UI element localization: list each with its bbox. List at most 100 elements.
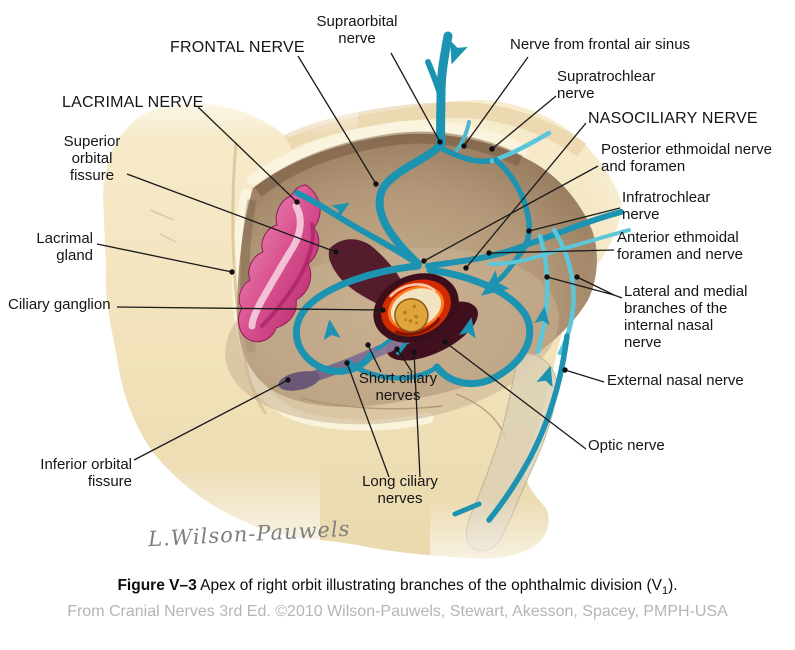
leader-lacrimal-nerve xyxy=(197,106,300,205)
leader-lines xyxy=(96,52,623,478)
label-frontal-air-sinus: Nerve from frontal air sinus xyxy=(510,36,691,53)
ring-dark-crescent xyxy=(394,317,441,336)
leader-dot xyxy=(411,349,417,355)
nasociliary-nerve-path xyxy=(425,209,624,269)
leader-long-ciliary xyxy=(344,349,421,478)
nerve-paths xyxy=(293,31,631,523)
leader-dot xyxy=(437,139,443,145)
leader-dot xyxy=(421,258,427,264)
figure-number: Figure V–3 xyxy=(117,577,197,594)
long-ciliary-tail xyxy=(346,359,440,381)
label-supraorbital-nerve: Supraorbital nerve xyxy=(316,13,398,47)
label-optic-nerve: Optic nerve xyxy=(588,437,665,454)
leader-dot xyxy=(574,274,580,280)
source-credit: From Cranial Nerves 3rd Ed. ©2010 Wilson… xyxy=(67,603,728,620)
medial-wall-arc xyxy=(493,157,532,258)
leader-dot xyxy=(463,265,469,271)
external-nasal-path xyxy=(486,333,570,523)
lacrimal-gland-shape xyxy=(238,184,321,343)
label-supratrochlear-nerve: Supratrochlear nerve xyxy=(557,68,656,102)
label-long-ciliary-nerves: Long ciliary nerves xyxy=(362,473,438,507)
caption-subscript: 1 xyxy=(661,585,669,598)
label-lacrimal-nerve: LACRIMAL NERVE xyxy=(62,94,204,111)
label-anterior-ethmoidal: Anterior ethmoidal foramen and nerve xyxy=(617,229,743,263)
left-ciliary-loop xyxy=(293,262,422,375)
leader-dot xyxy=(562,367,568,373)
frontal-air-sinus-twig xyxy=(455,120,471,152)
leader-dot xyxy=(394,346,400,352)
leader-ciliary-ganglion xyxy=(116,306,386,313)
leader-optic-nerve xyxy=(442,339,587,450)
frontal-nerve-path xyxy=(375,140,445,268)
internal-nasal-to-apex xyxy=(488,255,538,266)
figure-caption: Figure V–3 Apex of right orbit illustrat… xyxy=(0,577,795,597)
cavity-upper-shadow xyxy=(254,131,523,197)
direction-arrow xyxy=(459,317,476,339)
label-frontal-nerve: FRONTAL NERVE xyxy=(170,39,305,56)
caption-body: Apex of right orbit illustrating branche… xyxy=(196,577,662,594)
leader-frontal xyxy=(297,55,379,187)
leader-nasociliary xyxy=(463,122,587,271)
leader-air-sinus xyxy=(461,56,529,149)
leader-supratrochlear xyxy=(489,95,557,152)
leader-dot xyxy=(294,199,300,205)
gland-highlight xyxy=(248,202,304,330)
leader-superior-fissure xyxy=(126,173,339,255)
caption-tail: ). xyxy=(668,577,678,594)
orbital-rim-highlight xyxy=(246,120,528,186)
leader-dot xyxy=(229,269,235,275)
bone-crack xyxy=(149,209,177,243)
fade-bottom-left xyxy=(60,462,320,572)
leader-dot xyxy=(486,250,492,256)
leader-dot xyxy=(285,377,291,383)
optic-nerve-ring xyxy=(373,273,459,343)
right-ciliary-loop xyxy=(426,266,534,388)
leader-inferior-fissure xyxy=(133,377,291,461)
inferior-fissure-bulb xyxy=(278,371,320,391)
ring-gleam xyxy=(389,283,437,298)
direction-arrow xyxy=(331,202,350,218)
direction-arrow xyxy=(536,365,553,388)
leader-dot xyxy=(333,249,339,255)
direction-arrow xyxy=(481,270,510,296)
leader-dot xyxy=(461,143,467,149)
label-lateral-medial-branches: Lateral and medial branches of the inter… xyxy=(624,283,748,351)
optic-core xyxy=(394,298,429,333)
anterior-ethmoidal-path xyxy=(496,252,522,283)
label-infratrochlear-nerve: Infratrochlear nerve xyxy=(622,189,711,223)
label-external-nasal-nerve: External nasal nerve xyxy=(607,372,744,389)
direction-arrows xyxy=(323,40,553,388)
direction-arrow xyxy=(323,319,341,341)
leader-supraorbital xyxy=(390,52,443,145)
leader-anterior-ethmoidal xyxy=(486,249,615,256)
leader-external-nasal xyxy=(562,367,605,383)
supraorbital-fork-twig xyxy=(425,59,443,97)
leader-dot xyxy=(344,360,350,366)
label-nasociliary-nerve: NASOCILIARY NERVE xyxy=(588,110,758,127)
fade-bottom-right xyxy=(430,498,730,588)
label-lacrimal-gland: Lacrimal gland xyxy=(36,230,93,264)
leader-posterior-ethmoidal xyxy=(421,165,599,264)
label-ciliary-ganglion: Ciliary ganglion xyxy=(8,296,111,313)
leader-dot xyxy=(442,339,448,345)
leader-infratrochlear xyxy=(526,207,621,234)
optic-core-speckles xyxy=(402,304,419,325)
leader-dot xyxy=(526,228,532,234)
label-superior-orbital-fissure: Superior orbital fissure xyxy=(63,133,121,184)
leader-dot xyxy=(380,307,386,313)
gland-shade xyxy=(260,222,315,328)
leader-lacrimal-gland xyxy=(96,243,235,275)
label-posterior-ethmoidal: Posterior ethmoidal nerve and foramen xyxy=(601,141,772,175)
internal-nasal-medial-path xyxy=(535,233,550,355)
leader-lateral-medial xyxy=(544,274,623,299)
leader-dot xyxy=(489,146,495,152)
lacrimal-nerve-path xyxy=(294,190,421,267)
leader-dot xyxy=(373,181,379,187)
label-inferior-orbital-fissure: Inferior orbital fissure xyxy=(40,456,132,490)
external-nasal-dash xyxy=(452,501,482,517)
direction-arrow xyxy=(534,306,550,326)
fade-top xyxy=(88,86,358,138)
label-short-ciliary-nerves: Short ciliary nerves xyxy=(358,370,438,404)
